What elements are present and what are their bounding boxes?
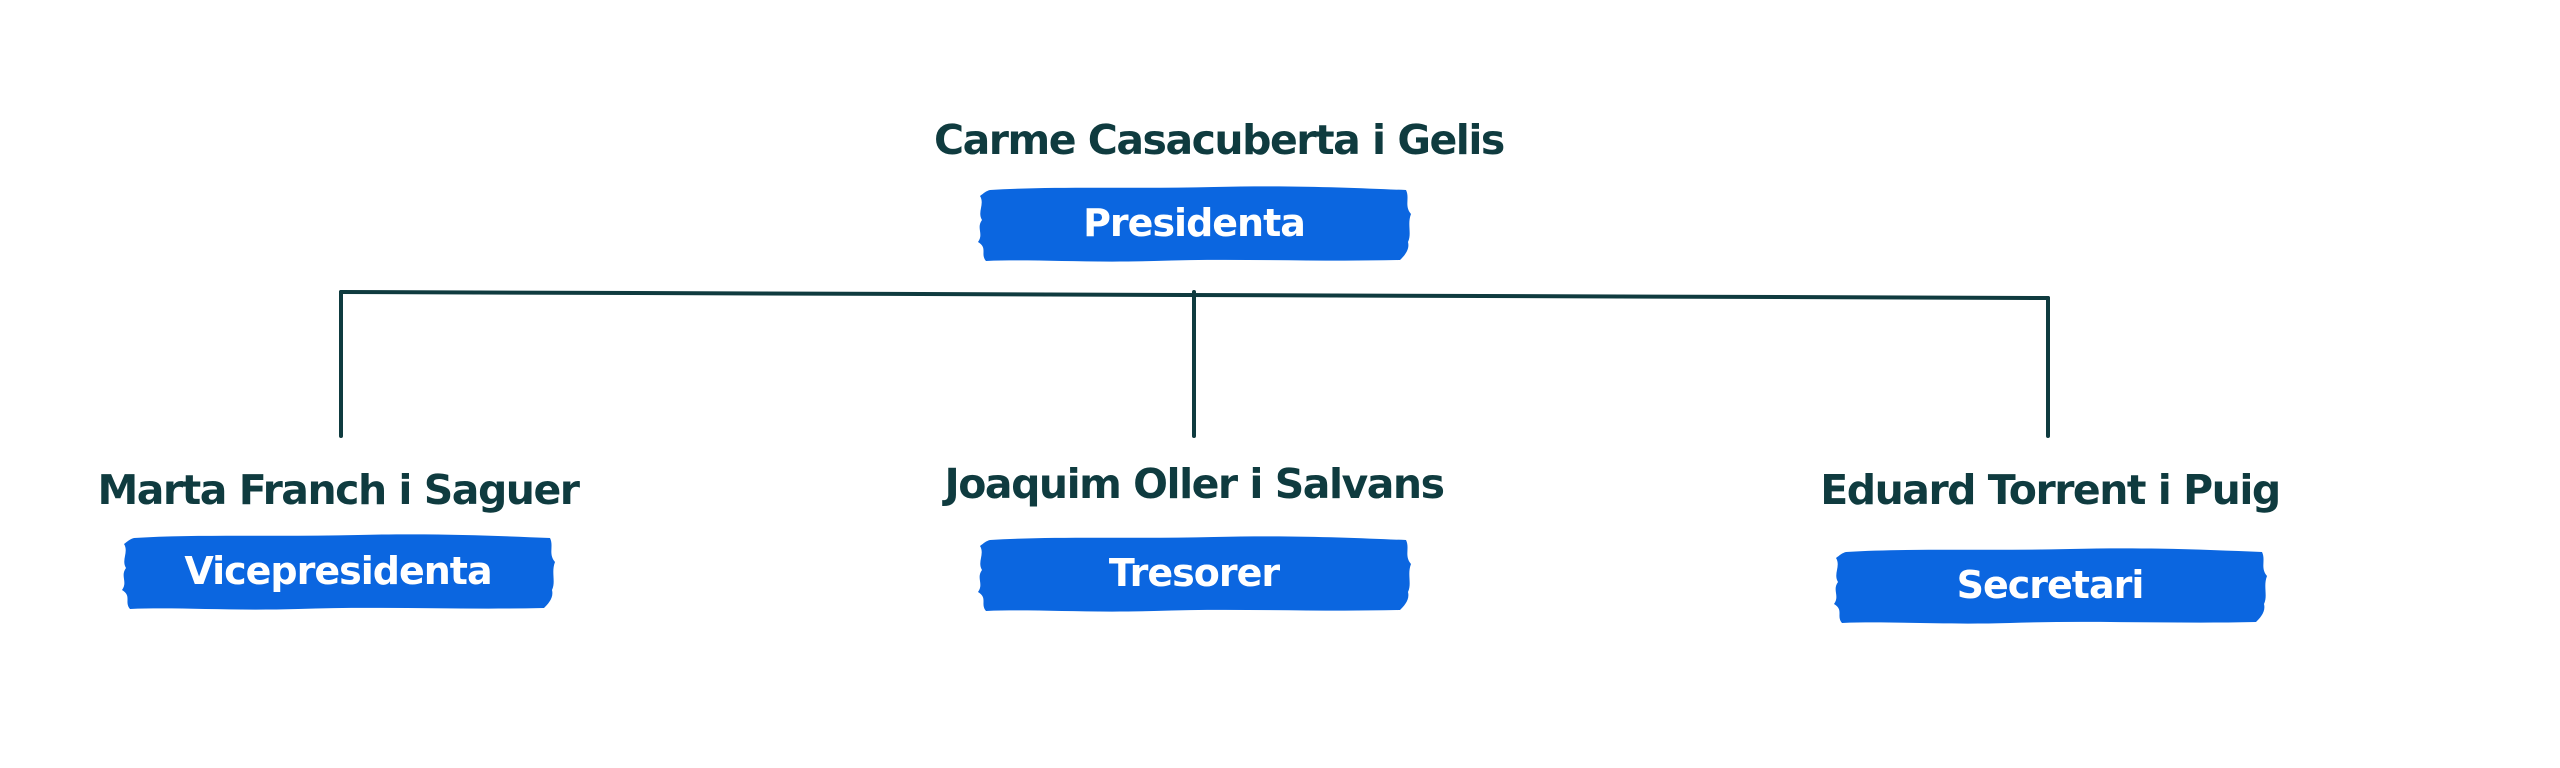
role-badge: Presidenta: [974, 184, 1414, 262]
role-badge: Secretari: [1830, 546, 2270, 624]
role-label: Presidenta: [1083, 201, 1306, 245]
role-badge: Vicepresidenta: [118, 532, 558, 610]
person-name: Joaquim Oller i Salvans: [944, 460, 1445, 508]
role-label: Vicepresidenta: [184, 549, 492, 593]
person-name: Carme Casacuberta i Gelis: [934, 116, 1505, 164]
person-name: Marta Franch i Saguer: [97, 466, 580, 514]
person-name: Eduard Torrent i Puig: [1820, 466, 2281, 514]
org-node-vicepresidenta: Marta Franch i Saguer Vicepresidenta: [78, 462, 598, 610]
role-label: Tresorer: [1108, 551, 1280, 595]
role-label: Secretari: [1956, 563, 2145, 607]
org-node-root: Carme Casacuberta i Gelis Presidenta: [934, 112, 1505, 262]
role-badge: Tresorer: [974, 534, 1414, 612]
org-node-secretari: Eduard Torrent i Puig Secretari: [1790, 462, 2310, 624]
org-node-tresorer: Joaquim Oller i Salvans Tresorer: [934, 456, 1454, 612]
